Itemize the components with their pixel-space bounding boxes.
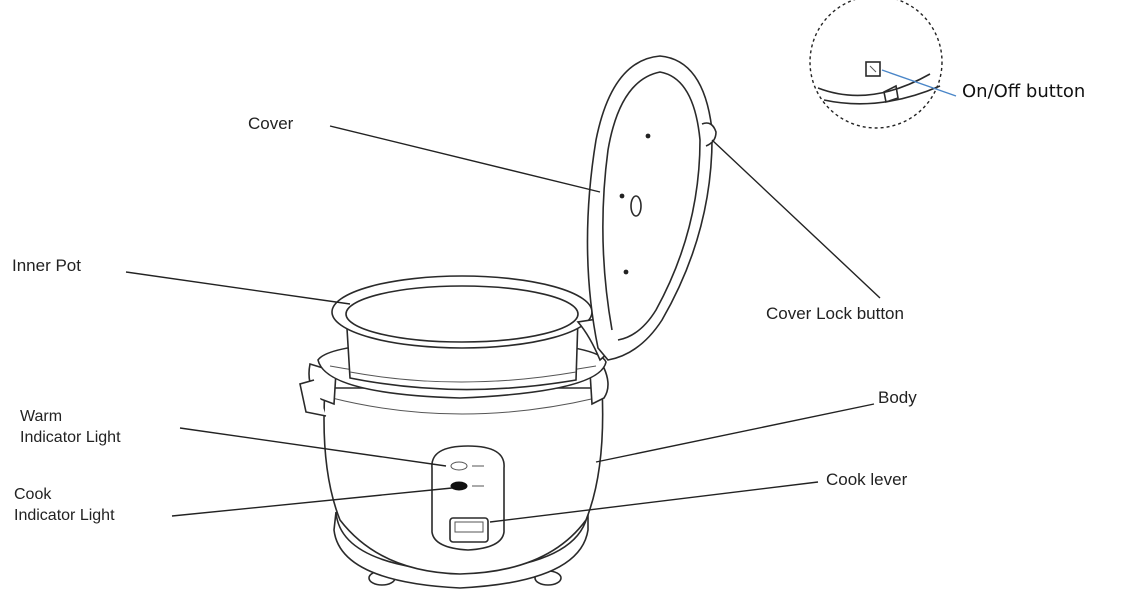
label-inner-pot: Inner Pot	[12, 256, 81, 275]
label-on-off: On/Off button	[962, 81, 1086, 102]
label-cover-lock: Cover Lock button	[766, 304, 904, 323]
label-cook-lever: Cook lever	[826, 470, 908, 489]
on-off-inset	[809, 0, 943, 129]
inner-pot	[331, 275, 593, 391]
label-body: Body	[878, 388, 917, 407]
cooker-cover	[586, 55, 717, 361]
cook-lever-switch	[449, 517, 489, 543]
label-warm-indicator: Warm Indicator Light	[20, 406, 121, 448]
label-warm-line1: Warm	[20, 408, 63, 425]
label-warm-line2: Indicator Light	[20, 429, 121, 446]
label-cook-line1: Cook	[14, 486, 52, 503]
cook-light-lens	[450, 481, 468, 491]
label-cover: Cover	[248, 114, 294, 133]
leader-lines	[125, 69, 957, 523]
label-cook-indicator: Cook Indicator Light	[14, 484, 115, 526]
control-panel	[431, 445, 505, 551]
label-cook-line2: Indicator Light	[14, 507, 115, 524]
warm-light-lens	[450, 461, 468, 471]
